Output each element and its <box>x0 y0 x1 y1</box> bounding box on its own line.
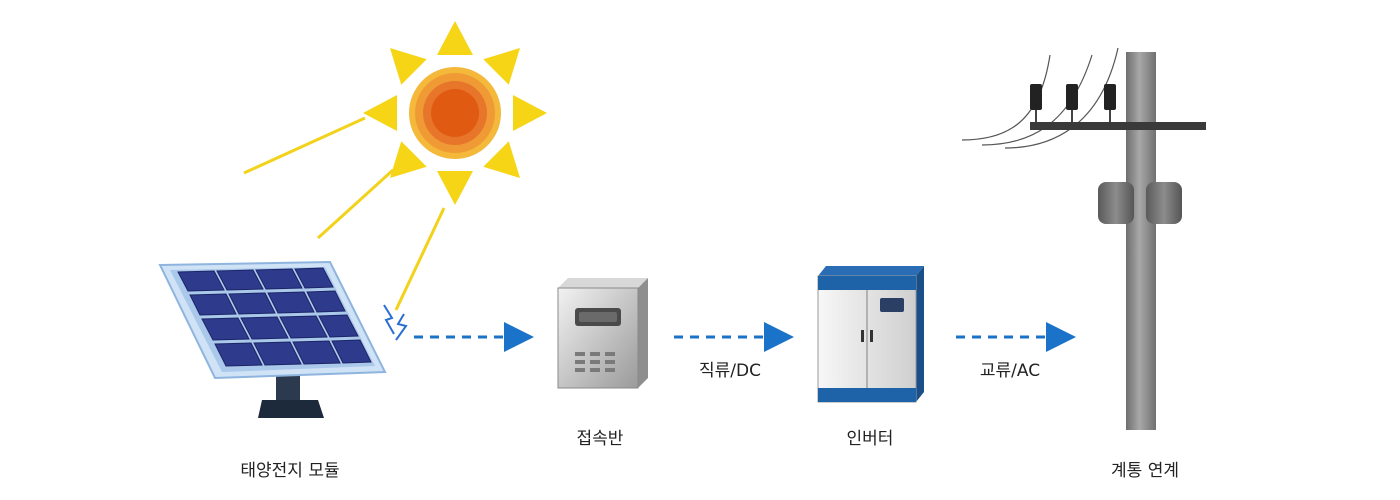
solar-panel-icon <box>158 260 387 418</box>
grid-connection-label: 계통 연계 <box>1111 461 1179 481</box>
utility-pole-icon <box>961 47 1206 430</box>
inverter-icon <box>817 266 924 403</box>
ac-flow-label: 교류/AC <box>979 361 1041 381</box>
solar-module-label: 태양전지 모듈 <box>240 461 340 481</box>
sun-icon <box>243 21 547 311</box>
inverter-label: 인버터 <box>846 429 894 449</box>
junction-box-icon <box>557 278 648 389</box>
spark-icon <box>383 304 408 341</box>
dc-flow-label: 직류/DC <box>699 361 761 381</box>
junction-box-label: 접속반 <box>576 429 624 449</box>
